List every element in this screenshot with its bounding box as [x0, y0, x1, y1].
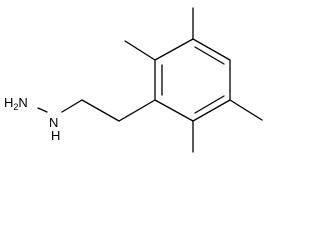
ring-bond-6: [154, 38, 194, 61]
atom-label-nh-h: H: [51, 128, 60, 143]
hydrazine-nh-bond: [61, 99, 83, 113]
atom-label-nh: N: [49, 115, 58, 130]
ethyl-bond-1: [118, 99, 156, 122]
hydrazine-nn-bond: [37, 107, 48, 113]
ring-double-bond-2: [194, 95, 225, 114]
ring-double-bond-1: [194, 46, 225, 65]
atom-label-h2n: H2N: [4, 95, 28, 112]
ring-bond-3: [192, 99, 231, 122]
ring-bond-1: [192, 38, 231, 61]
methyl-bond-right: [229, 99, 263, 121]
ethyl-bond-2: [81, 99, 120, 122]
chemical-structure: H2N N H: [4, 7, 263, 153]
ring-bond-4: [154, 99, 194, 122]
methyl-bond-top-left: [124, 40, 156, 61]
